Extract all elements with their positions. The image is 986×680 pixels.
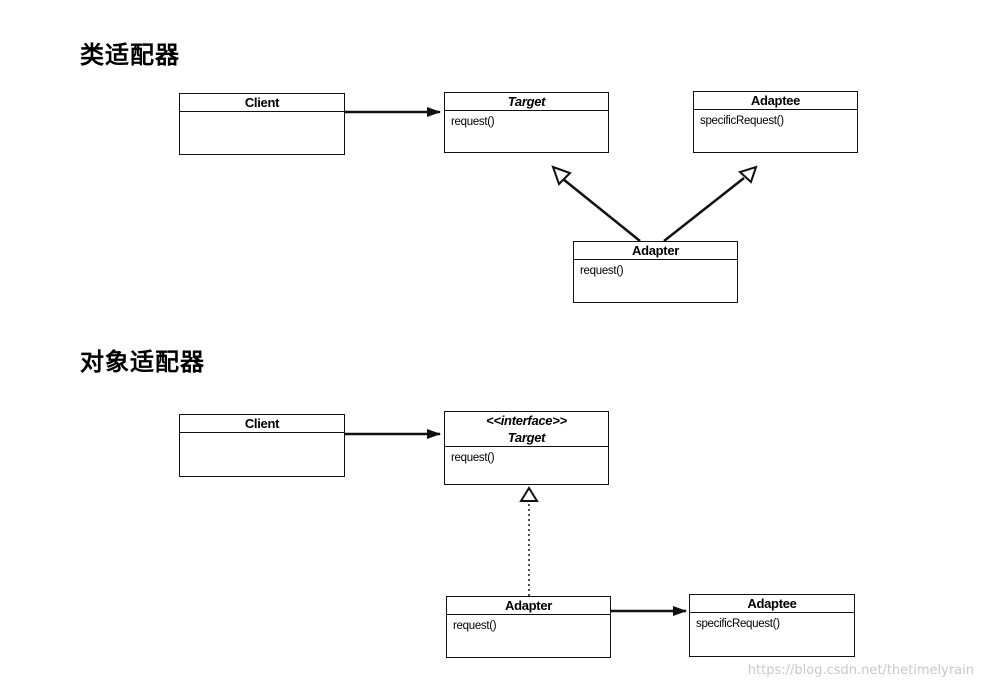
- uml-class-adapter: Adapter request(): [446, 596, 611, 658]
- class-operations: request(): [574, 260, 737, 279]
- class-name: Client: [180, 415, 344, 433]
- class-name: <<interface>> Target: [445, 412, 608, 447]
- uml-class-target: Target request(): [444, 92, 609, 153]
- class-operations: [180, 112, 344, 116]
- uml-class-adaptee: Adaptee specificRequest(): [689, 594, 855, 657]
- operation: request(): [451, 116, 495, 128]
- class-operations: [180, 433, 344, 437]
- uml-class-adaptee: Adaptee specificRequest(): [693, 91, 858, 153]
- class-operations: specificRequest(): [690, 613, 854, 632]
- operation: specificRequest(): [696, 618, 780, 630]
- uml-class-client: Client: [179, 93, 345, 155]
- inheritance-arrow-class-adapter-adaptee: [663, 165, 758, 242]
- class-name: Adaptee: [694, 92, 857, 110]
- operation: request(): [580, 265, 624, 277]
- uml-class-adapter: Adapter request(): [573, 241, 738, 303]
- inheritance-arrow-class-adapter-target: [551, 165, 641, 242]
- operation: request(): [451, 452, 495, 464]
- class-name: Client: [180, 94, 344, 112]
- watermark-text: https://blog.csdn.net/thetimelyrain: [747, 663, 974, 678]
- class-operations: request(): [447, 615, 610, 634]
- uml-interface-target: <<interface>> Target request(): [444, 411, 609, 485]
- class-name: Adapter: [447, 597, 610, 615]
- class-name: Adaptee: [690, 595, 854, 613]
- class-name: Target: [445, 93, 608, 111]
- uml-class-client: Client: [179, 414, 345, 477]
- class-name: Adapter: [574, 242, 737, 260]
- section-title-object-adapter: 对象适配器: [80, 348, 205, 376]
- class-operations: request(): [445, 111, 608, 130]
- stereotype-label: <<interface>>: [486, 413, 567, 428]
- class-operations: request(): [445, 447, 608, 466]
- section-title-class-adapter: 类适配器: [80, 41, 180, 69]
- realization-arrow-object-adapter-target: [519, 486, 539, 596]
- class-operations: specificRequest(): [694, 110, 857, 129]
- operation: specificRequest(): [700, 115, 784, 127]
- operation: request(): [453, 620, 497, 632]
